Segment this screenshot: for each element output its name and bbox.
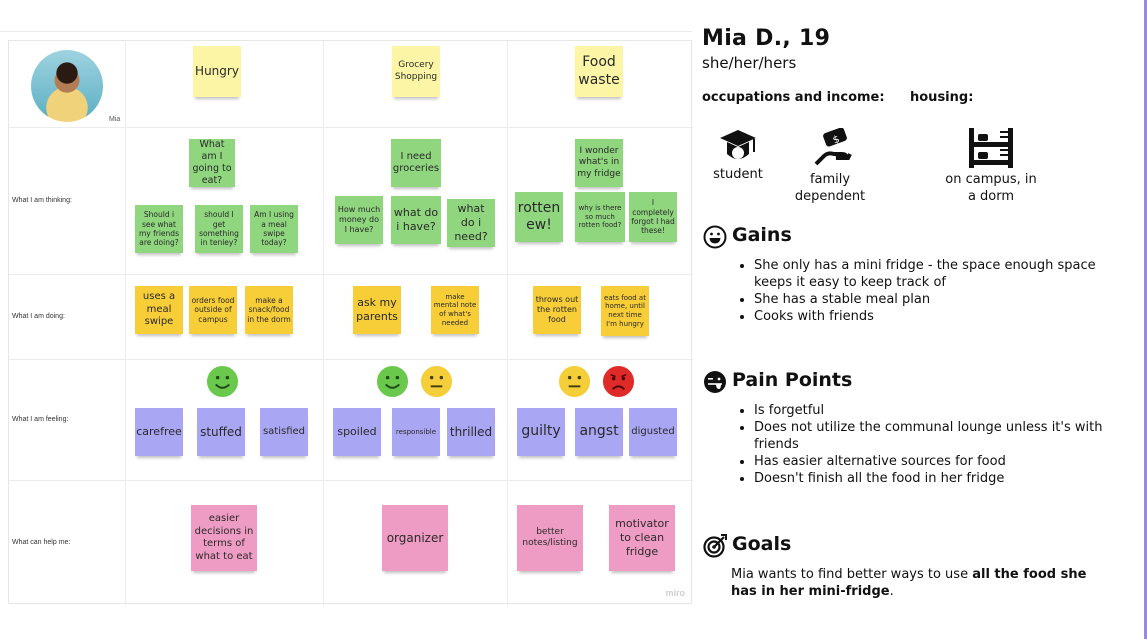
miro-watermark: miro [665, 588, 685, 598]
grid-line [507, 41, 508, 605]
neutral-face-icon [558, 365, 591, 398]
sticky-note-feeling[interactable]: angst [575, 408, 623, 456]
sticky-note-thinking[interactable]: what do i have? [391, 196, 441, 244]
persona-name: Mia D., 19 [702, 26, 830, 51]
row-label-feeling: What I am feeling: [12, 416, 68, 423]
row-label-help: What can help me: [12, 539, 70, 546]
sticky-note-help[interactable]: easier decisions in terms of what to eat [191, 505, 257, 571]
sticky-note-header[interactable]: Hungry [193, 46, 241, 97]
sticky-note-feeling[interactable]: spoiled [333, 408, 381, 456]
tongue-face-icon [703, 370, 727, 394]
student-caption: student [708, 167, 768, 184]
row-label-thinking: What I am thinking: [12, 197, 72, 204]
goals-title: Goals [732, 533, 791, 555]
list-item: Cooks with friends [754, 308, 1129, 325]
sticky-note-header[interactable]: Grocery Shopping [392, 46, 440, 97]
housing-heading: housing: [910, 90, 973, 105]
sticky-note-doing[interactable]: uses a meal swipe [135, 286, 183, 334]
sticky-note-thinking[interactable]: should I get something in tenley? [195, 205, 243, 253]
sticky-note-thinking[interactable]: I wonder what's in my fridge [575, 139, 623, 187]
sticky-note-feeling[interactable]: stuffed [197, 408, 245, 456]
sticky-note-thinking[interactable]: Am I using a meal swipe today? [250, 205, 298, 253]
occupations-heading: occupations and income: [702, 90, 885, 105]
gains-title: Gains [732, 224, 792, 246]
list-item: Does not utilize the communal lounge unl… [754, 419, 1129, 453]
sticky-note-feeling[interactable]: carefree [135, 408, 183, 456]
goal-text-pre: Mia wants to find better ways to use [731, 567, 972, 582]
sticky-note-header[interactable]: Food waste [575, 46, 623, 97]
sticky-note-feeling[interactable]: thrilled [447, 408, 495, 456]
sticky-note-thinking[interactable]: why is there so much rotten food? [575, 192, 625, 242]
sticky-note-thinking[interactable]: rotten ew! [515, 192, 563, 242]
sticky-note-doing[interactable]: make a snack/food in the dorm [245, 286, 293, 334]
graduation-cap-icon [718, 128, 758, 166]
goal-text-post: . [890, 584, 894, 599]
neutral-face-icon [420, 365, 453, 398]
grid-line [9, 359, 693, 360]
gains-list: She only has a mini fridge - the space e… [754, 257, 1129, 325]
grid-line [9, 127, 693, 128]
grin-face-icon [703, 225, 727, 249]
sticky-note-thinking[interactable]: I completely forgot I had these! [629, 192, 677, 242]
sticky-note-feeling[interactable]: satisfied [260, 408, 308, 456]
grid-line [9, 480, 693, 481]
persona-profile: Mia D., 19 she/her/hers occupations and … [702, 24, 1142, 634]
sticky-note-help[interactable]: organizer [382, 505, 448, 571]
bunk-bed-icon [968, 128, 1014, 168]
sticky-note-feeling[interactable]: guilty [517, 408, 565, 456]
family-caption: family dependent [784, 172, 876, 206]
sticky-note-feeling[interactable]: digusted [629, 408, 677, 456]
housing-caption: on campus, in a dorm [940, 172, 1042, 206]
top-divider [0, 31, 692, 32]
target-icon [703, 534, 727, 558]
pain-points-title: Pain Points [732, 369, 852, 391]
grid-line [323, 41, 324, 605]
grid-line [125, 41, 126, 605]
sticky-note-thinking[interactable]: Should i see what my friends are doing? [135, 205, 183, 253]
goal-text: Mia wants to find better ways to use all… [731, 566, 1111, 600]
hand-money-icon: $ [814, 128, 852, 168]
smile-face-icon [206, 365, 239, 398]
angry-face-icon [602, 365, 635, 398]
avatar [31, 50, 103, 122]
list-item: Doesn't finish all the food in her fridg… [754, 470, 1129, 487]
list-item: Is forgetful [754, 402, 1129, 419]
sticky-note-thinking[interactable]: what do i need? [447, 199, 495, 247]
sticky-note-help[interactable]: better notes/listing [517, 505, 583, 571]
sticky-note-feeling[interactable]: responsible [392, 408, 440, 456]
empathy-map-board[interactable]: Mia What I am thinking: What I am doing:… [8, 40, 692, 604]
sticky-note-doing[interactable]: ask my parents [353, 286, 401, 334]
sticky-note-thinking[interactable]: How much money do I have? [335, 196, 383, 244]
avatar-name: Mia [109, 116, 120, 123]
sticky-note-doing[interactable]: throws out the rotten food [533, 286, 581, 334]
list-item: She has a stable meal plan [754, 291, 1129, 308]
sticky-note-doing[interactable]: orders food outside of campus [189, 286, 237, 334]
pain-points-list: Is forgetful Does not utilize the commun… [754, 402, 1129, 487]
sticky-note-doing[interactable]: eats food at home, until next time I'm h… [601, 286, 649, 336]
row-label-doing: What I am doing: [12, 313, 65, 320]
smile-face-icon [376, 365, 409, 398]
sticky-note-thinking[interactable]: What am I going to eat? [189, 139, 235, 187]
list-item: Has easier alternative sources for food [754, 453, 1129, 470]
sticky-note-thinking[interactable]: I need groceries [391, 139, 441, 187]
sticky-note-doing[interactable]: make mental note of what's needed [431, 286, 479, 334]
list-item: She only has a mini fridge - the space e… [754, 257, 1129, 291]
sticky-note-help[interactable]: motivator to clean fridge [609, 505, 675, 571]
grid-line [9, 274, 693, 275]
persona-pronouns: she/her/hers [702, 54, 796, 72]
